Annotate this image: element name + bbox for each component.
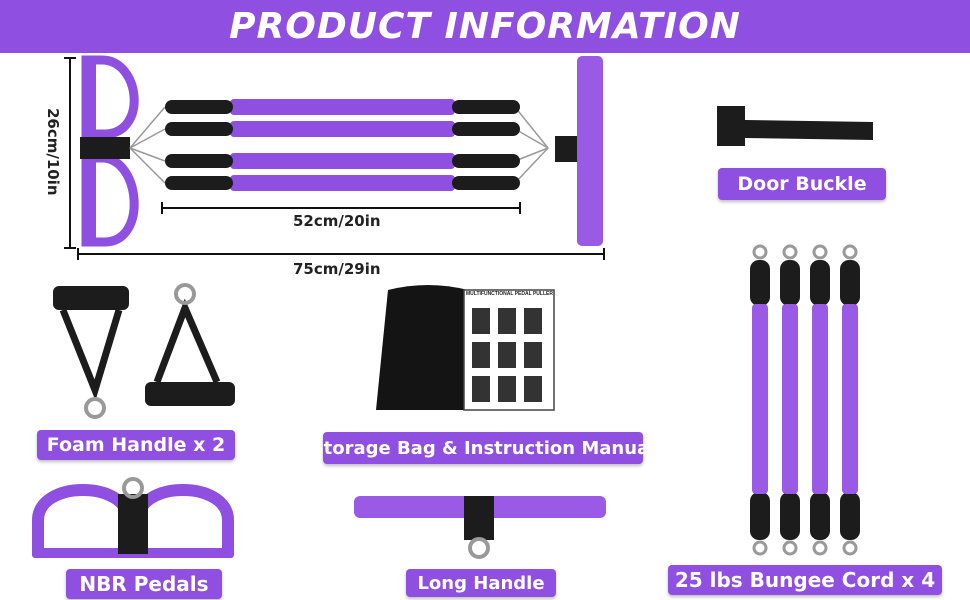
- door-buckle-label: Door Buckle: [718, 168, 886, 200]
- cord-length-label: 52cm/20in: [293, 212, 381, 230]
- bungee-cord-illustration: [750, 244, 860, 556]
- foam-handle-label: Foam Handle x 2: [37, 430, 235, 460]
- foam-handle-illustration: [53, 283, 235, 419]
- bungee-cord-label: 25 lbs Bungee Cord x 4: [668, 565, 942, 595]
- door-buckle-illustration: [717, 106, 873, 146]
- storage-bag-illustration: [376, 285, 555, 411]
- nbr-pedals-label: NBR Pedals: [66, 569, 222, 599]
- manual-heading: MULTIFUNCTIONAL PEDAL PULLER: [466, 291, 553, 297]
- title-banner: PRODUCT INFORMATION: [0, 0, 970, 53]
- total-length-label: 75cm/29in: [293, 260, 381, 278]
- height-dimension-label: 26cm/10in: [44, 108, 62, 196]
- long-handle-illustration: [354, 496, 606, 559]
- storage-bag-label: Storage Bag & Instruction Manual: [311, 432, 655, 464]
- long-handle-label: Long Handle: [406, 569, 556, 597]
- page-title: PRODUCT INFORMATION: [229, 6, 741, 47]
- nbr-pedals-illustration: [32, 477, 234, 558]
